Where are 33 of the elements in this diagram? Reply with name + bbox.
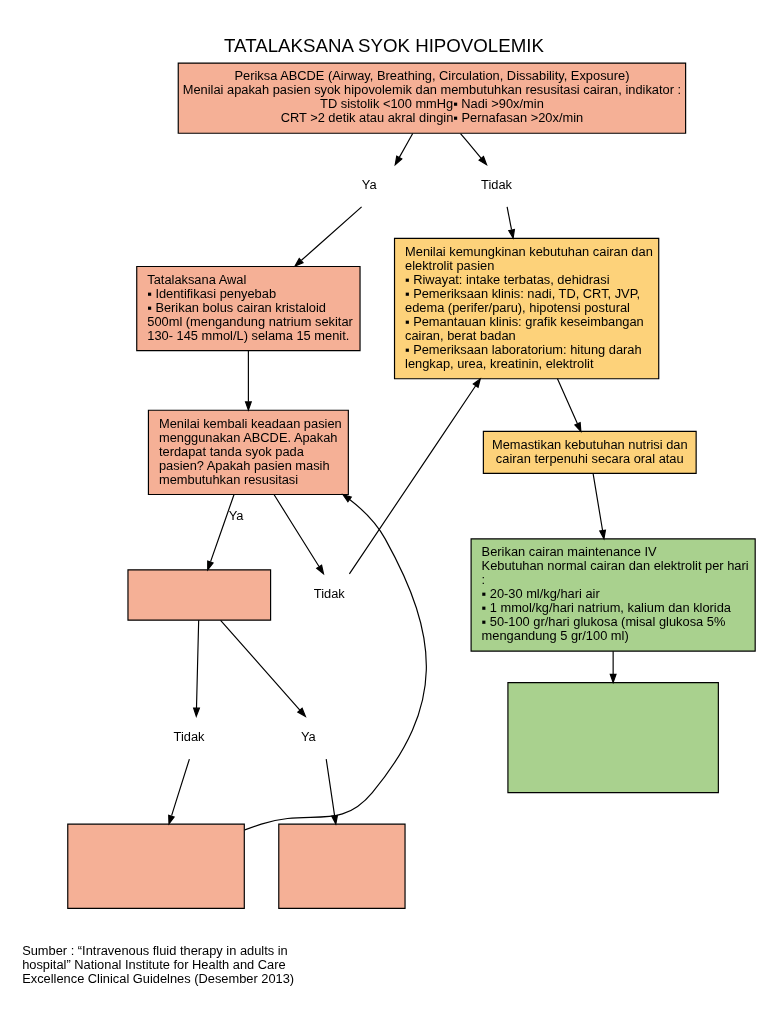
node-box: Periksa ABCDE (Airway, Breathing, Circulation, Dissability, Exposure) Menilai apakah pasien syok hipovolemik dan membutuhkan resusitasi cairan, indikator : TD sistolik <100 mmHg▪ Nadi >90x/min CRT >2 detik atau akral dingin▪ Pernafasan >20x/min	[177, 62, 687, 134]
node-box	[507, 682, 719, 794]
arrow	[273, 493, 325, 576]
edge-label: Ya	[228, 507, 244, 523]
arrow	[592, 473, 607, 541]
arrow	[192, 619, 201, 719]
arrow	[244, 350, 253, 412]
node-box: Menilai kemungkinan kebutuhan cairan dan elektrolit pasien ▪ Riwayat: intake terbatas, dehidrasi ▪ Pemeriksaan klinis: nadi, TD, CRT, JVP, edema (perifer/paru), hipotensi postural ▪ Pemantauan klinis: grafik keseimbangan cairan, berat badan ▪ Pemeriksaan laboratorium: hitung darah lengkap, urea, kreatinin, elektrolit	[393, 237, 660, 380]
arrow	[459, 132, 488, 167]
arrow	[207, 493, 235, 572]
arrow	[609, 650, 617, 685]
arrow	[394, 132, 414, 167]
node-text: Tidak	[173, 728, 205, 744]
arrow	[168, 758, 190, 826]
arrow	[556, 378, 582, 433]
arrow	[348, 377, 482, 575]
node-text: Ya	[301, 728, 316, 744]
node-box	[127, 569, 272, 621]
node-box	[67, 823, 245, 909]
diagram-title: TATALAKSANA SYOK HIPOVOLEMIK	[224, 35, 544, 57]
arrow	[244, 493, 427, 831]
arrow	[220, 619, 307, 718]
label: Sumber : “Intravenous fluid therapy in adults in hospital” National Institute for Health and Care Excellence Clinical Guidelnes (Desember 2013)	[22, 942, 295, 986]
node-box	[278, 823, 406, 909]
node-box: Berikan cairan maintenance IV Kebutuhan normal cairan dan elektrolit per hari : ▪ 20-30 ml/kg/hari air ▪ 1 mmol/kg/hari natrium, kalium dan klorida ▪ 50-100 gr/hari glukosa (misal glukosa 5% mengandung 5 gr/100 ml)	[470, 538, 756, 652]
node-text: Tidak	[481, 177, 512, 193]
node-box: Tatalaksana Awal ▪ Identifikasi penyebab ▪ Berikan bolus cairan kristaloid 500ml (mengandung natrium sekitar 130- 145 mmol/L) selama 15 menit.	[136, 265, 361, 352]
arrow	[506, 206, 516, 240]
node-text: Tidak	[313, 586, 345, 602]
node-box: Memastikan kebutuhan nutrisi dan cairan terpenuhi secara oral atau	[482, 430, 697, 474]
arrow	[293, 206, 363, 268]
node-text: Ya	[361, 177, 377, 193]
node-box: Menilai kembali keadaan pasien menggunakan ABCDE. Apakah terdapat tanda syok pada pasien? Apakah pasien masih membutuhkan resusitasi	[147, 409, 349, 496]
